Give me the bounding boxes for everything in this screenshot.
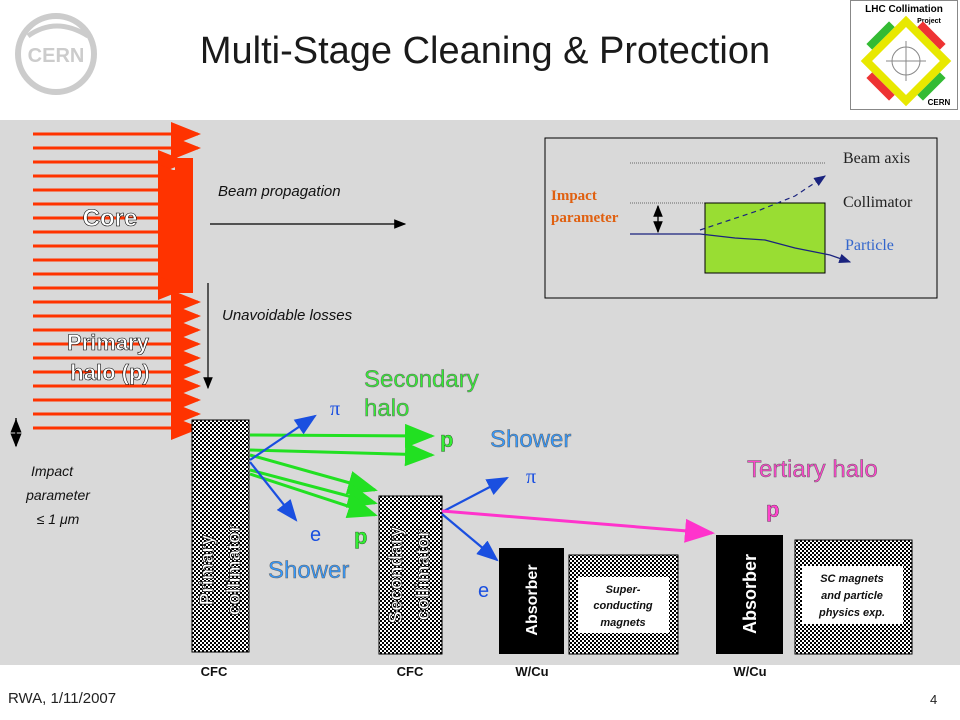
lhc-collimation-logo: LHC Collimation Project CERN (850, 0, 958, 110)
sc-exp-line1: SC magnets (820, 573, 884, 585)
sc-magnets-1-line3: magnets (600, 617, 645, 629)
tertiary-halo-label: Tertiary halo (747, 456, 878, 483)
inset-impact-line2: parameter (551, 210, 619, 226)
pi-label-1: π (330, 398, 340, 420)
lhc-logo-line1: LHC Collimation (865, 4, 943, 15)
halo-label-line1: Primary (67, 330, 150, 355)
primary-collimator-line1: Primary (197, 534, 218, 605)
secondary-collimator: Secondary collimator (378, 495, 443, 655)
impact-label-line2: parameter (25, 487, 91, 503)
primary-collimator: Primary collimator (191, 419, 250, 653)
halo-label-line2: halo (p) (70, 360, 149, 385)
sc-magnets-experiment: SC magnets and particle physics exp. (794, 539, 913, 655)
page-number: 4 (930, 692, 938, 707)
tertiary-halo-arrow (441, 509, 715, 543)
secondary-collimator-line1: Secondary (386, 526, 407, 624)
e-label-1: e (310, 524, 321, 546)
secondary-halo-label-line2: halo (364, 395, 409, 422)
absorber-1: Absorber (499, 548, 564, 654)
beam-particle-arrows (33, 122, 201, 440)
secondary-halo-arrows (249, 423, 435, 518)
p-label-2: p (354, 524, 367, 549)
inset-collimator-block (704, 202, 826, 274)
footer-author-date: RWA, 1/11/2007 (8, 690, 117, 707)
sc-magnets-1-line2: conducting (593, 600, 653, 612)
absorber-2-label: Absorber (740, 554, 760, 634)
pi-label-2: π (526, 466, 536, 488)
slide-title: Multi-Stage Cleaning & Protection (199, 30, 771, 72)
sc-exp-line3: physics exp. (818, 607, 885, 619)
impact-label-line1: Impact (31, 463, 74, 479)
scattered-path (699, 175, 826, 231)
losses-label: Unavoidable losses (222, 307, 353, 324)
secondary-material: CFC (397, 664, 424, 679)
absorber-2: Absorber (716, 535, 783, 654)
particle-path (630, 233, 852, 263)
beam-propagation-label: Beam propagation (218, 183, 341, 200)
absorber-1-material: W/Cu (515, 664, 548, 679)
absorber-2-material: W/Cu (733, 664, 766, 679)
inset-particle-label: Particle (845, 237, 894, 254)
secondary-halo-label-line1: Secondary (364, 366, 479, 393)
lhc-logo-line2: Project (917, 18, 941, 25)
cern-logo: CERN (15, 13, 97, 95)
inset-collimator-label: Collimator (843, 194, 913, 211)
sc-exp-line2: and particle (821, 590, 883, 602)
footer (0, 665, 960, 720)
p-label-3: p (766, 497, 779, 522)
absorber-1-label: Absorber (524, 564, 541, 635)
beam-core (160, 158, 193, 293)
shower-label-1: Shower (490, 426, 571, 453)
impact-label-line3: ≤ 1 μm (37, 511, 80, 527)
p-label-1: p (440, 427, 453, 452)
shower-arrows (249, 414, 509, 562)
secondary-collimator-line2: collimator (413, 529, 434, 620)
inset-impact-line1: Impact (551, 188, 597, 204)
core-label: Core (83, 205, 138, 232)
e-label-2: e (478, 580, 489, 602)
sc-magnets-1-line1: Super- (606, 584, 641, 596)
primary-material: CFC (201, 664, 228, 679)
impact-inset: Beam axis Collimator Particle Impact par… (544, 137, 938, 299)
lhc-logo-line3: CERN (928, 98, 951, 107)
sc-magnets-1: Super- conducting magnets (568, 554, 679, 655)
primary-collimator-line2: collimator (224, 524, 245, 615)
cern-logo-text: CERN (28, 45, 85, 67)
shower-label-2: Shower (268, 557, 349, 584)
inset-beam-axis-label: Beam axis (843, 150, 910, 167)
